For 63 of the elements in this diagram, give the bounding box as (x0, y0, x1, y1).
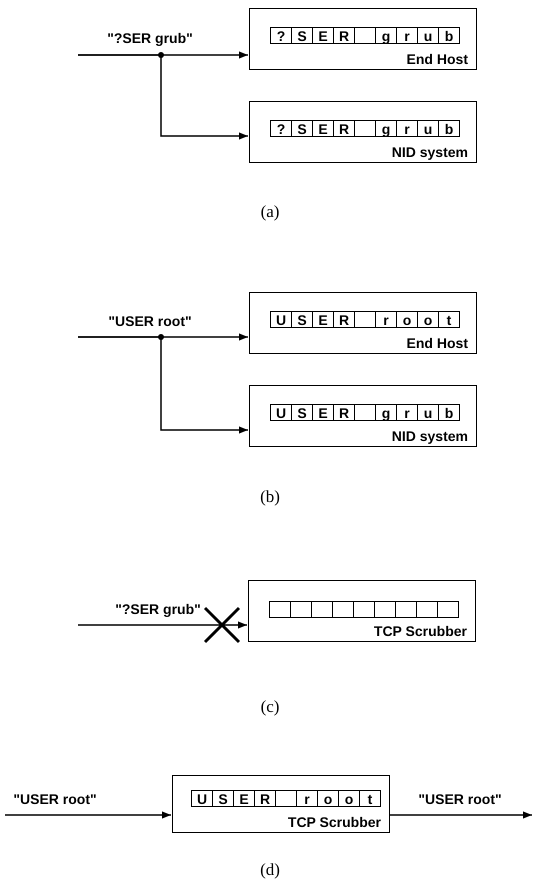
arrow (78, 336, 248, 434)
edge-label: "USER root" (416, 791, 504, 807)
panel-caption: (d) (260, 860, 280, 880)
component-box (249, 292, 477, 354)
character-cell: E (312, 27, 334, 44)
character-cell: ? (270, 27, 292, 44)
character-cell: S (212, 790, 234, 807)
component-box (172, 775, 390, 833)
character-cell: r (396, 120, 418, 137)
character-cell: S (291, 120, 313, 137)
character-cell: u (417, 120, 439, 137)
component-box (248, 580, 476, 642)
component-label: NID system (392, 428, 468, 444)
character-cell: b (438, 27, 460, 44)
character-cell: R (254, 790, 276, 807)
character-cell: o (396, 311, 418, 328)
character-cell: R (333, 27, 355, 44)
character-cell: E (312, 311, 334, 328)
character-cell: r (375, 311, 397, 328)
character-cell: b (438, 404, 460, 421)
arrow (78, 54, 248, 140)
edge-label: "?SER grub" (105, 30, 195, 46)
character-cell: S (291, 27, 313, 44)
character-cell: R (333, 404, 355, 421)
character-cell: E (312, 404, 334, 421)
character-cell: o (338, 790, 360, 807)
character-cell: U (191, 790, 213, 807)
character-cell: t (438, 311, 460, 328)
character-cell: U (270, 404, 292, 421)
character-cell: R (333, 120, 355, 137)
panel-caption: (c) (260, 697, 280, 717)
character-cell: r (296, 790, 318, 807)
character-cell: U (270, 311, 292, 328)
component-box (249, 101, 477, 163)
character-cell: o (417, 311, 439, 328)
component-label: TCP Scrubber (288, 814, 381, 830)
edge-label: "USER root" (11, 791, 99, 807)
panel-caption: (b) (260, 487, 280, 507)
component-box (249, 385, 477, 447)
component-label: TCP Scrubber (374, 623, 467, 639)
character-cell: o (317, 790, 339, 807)
character-cell: S (291, 404, 313, 421)
character-cell: R (333, 311, 355, 328)
component-box (249, 8, 477, 70)
character-cell: b (438, 120, 460, 137)
component-label: NID system (392, 144, 468, 160)
character-cell: r (396, 404, 418, 421)
arrow (78, 621, 247, 629)
character-cell: u (417, 404, 439, 421)
component-label: End Host (406, 335, 468, 351)
component-label: End Host (406, 51, 468, 67)
edge-label: "?SER grub" (113, 601, 203, 617)
character-cell: t (359, 790, 381, 807)
arrow (390, 811, 532, 819)
panel-caption: (a) (260, 202, 280, 222)
character-cell: S (291, 311, 313, 328)
character-cell: E (312, 120, 334, 137)
character-cell: u (417, 27, 439, 44)
arrow (5, 811, 171, 819)
character-cell: E (233, 790, 255, 807)
character-cell: r (396, 27, 418, 44)
edge-label: "USER root" (106, 313, 194, 329)
character-cell: ? (270, 120, 292, 137)
